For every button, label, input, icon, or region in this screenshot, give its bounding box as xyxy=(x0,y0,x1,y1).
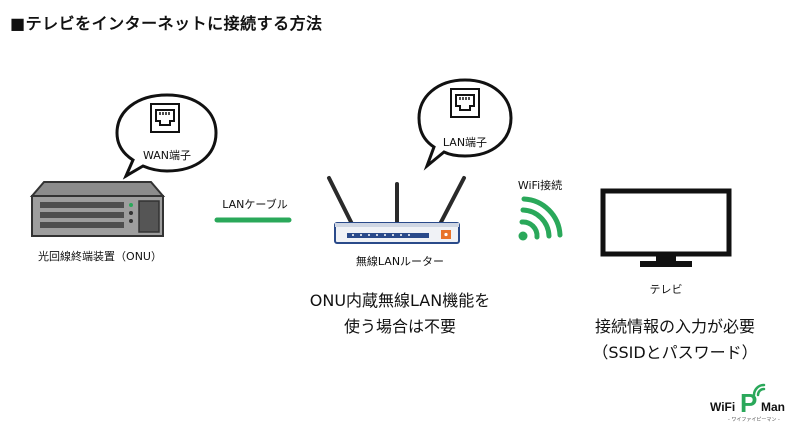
router-note-line-2: 使う場合は不要 xyxy=(343,317,456,336)
tv-note-line-1: 接続情報の入力が必要 xyxy=(594,317,755,336)
logo-text-right: Man xyxy=(761,400,785,414)
wifi-signal-icon xyxy=(518,196,563,241)
onu-device-label: 光回線終端装置（ONU） xyxy=(38,250,162,263)
wan-speech-bubble xyxy=(115,93,218,180)
wireless-router-icon xyxy=(327,176,466,244)
logo-text-left: WiFi xyxy=(710,400,736,414)
router-label: 無線LANルーター xyxy=(355,255,445,268)
tv-note-line-2: （SSIDとパスワード） xyxy=(592,343,758,362)
lan-cable-label: LANケーブル xyxy=(222,198,288,211)
wifi-pman-logo: WiFi P Man - ワイファイピーマン - xyxy=(710,383,792,427)
logo-text-mid: P xyxy=(740,388,758,418)
lan-port-label: LAN端子 xyxy=(442,136,488,149)
tv-label: テレビ xyxy=(649,283,683,296)
lan-speech-bubble xyxy=(417,78,513,171)
logo-signal-icon xyxy=(752,383,766,397)
wifi-connection-label: WiFi接続 xyxy=(517,179,563,192)
router-note-line-1: ONU内蔵無線LAN機能を xyxy=(309,291,491,310)
tv-icon xyxy=(600,188,732,267)
page-title: ■テレビをインターネットに接続する方法 xyxy=(10,14,323,33)
lan-cable-line xyxy=(214,217,292,223)
lan-port-icon xyxy=(450,88,480,118)
wan-port-icon xyxy=(150,103,180,133)
router-note: ONU内蔵無線LAN機能を 使う場合は不要 xyxy=(280,288,520,340)
wan-port-label: WAN端子 xyxy=(142,149,192,162)
onu-device-icon xyxy=(29,181,166,237)
tv-note: 接続情報の入力が必要 （SSIDとパスワード） xyxy=(560,314,790,366)
logo-subtitle: - ワイファイピーマン - xyxy=(728,417,780,423)
